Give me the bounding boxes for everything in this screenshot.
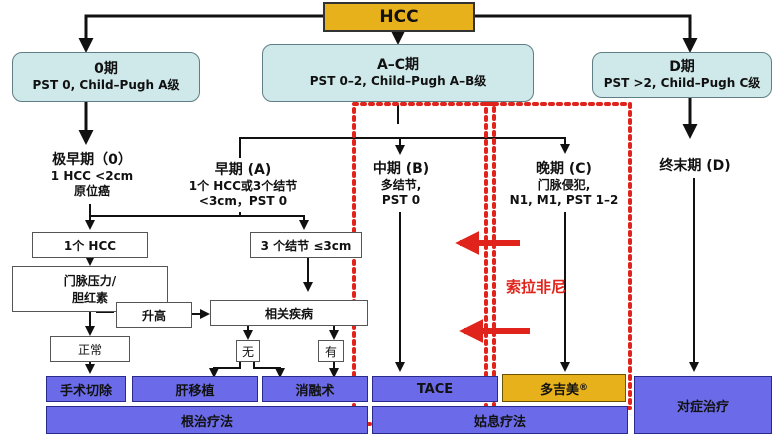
none-label: 无 <box>241 344 254 359</box>
stage-a-c-title: A–C期 <box>376 57 420 73</box>
three-nodules-box: 3 个结节 ≤3cm <box>250 232 362 258</box>
palliative-category-bar: 姑息疗法 <box>372 406 628 434</box>
single-hcc-label: 1个 HCC <box>63 238 117 253</box>
three-nodules-label: 3 个结节 ≤3cm <box>260 238 352 253</box>
resection-label: 手术切除 <box>59 383 112 399</box>
hcc-root-label: HCC <box>379 7 419 27</box>
stage-d-detail: PST >2, Child–Pugh C级 <box>603 76 761 90</box>
sorafenib-annotation-label: 索拉非尼 <box>506 278 567 296</box>
stage-0-box: 0期 PST 0, Child–Pugh A级 <box>12 52 200 102</box>
portal-pressure-label: 门脉压力/ 胆红素 <box>63 274 117 305</box>
early-title: 早期 (A) <box>214 162 272 178</box>
transplant-label: 肝移植 <box>175 383 215 399</box>
early-line-2: <3cm，PST 0 <box>198 194 288 208</box>
ablation-label: 消融术 <box>295 383 335 399</box>
ablation-box: 消融术 <box>262 376 368 402</box>
terminal-title: 终末期 (D) <box>659 158 731 174</box>
none-box: 无 <box>236 340 260 362</box>
advanced-title: 晚期 (C) <box>536 161 592 177</box>
very-early-title: 极早期（0） <box>52 152 132 168</box>
transplant-box: 肝移植 <box>132 376 258 402</box>
intermediate-line-1: 多结节, <box>380 178 422 192</box>
very-early-line-1: 1 HCC <2cm <box>50 169 134 183</box>
resection-box: 手术切除 <box>46 376 126 402</box>
sorafenib-label: 多吉美 <box>539 382 579 398</box>
tace-label: TACE <box>416 381 454 397</box>
stage-0-title: 0期 <box>94 61 118 77</box>
yes-label: 有 <box>324 344 337 359</box>
elevated-box: 升高 <box>116 302 192 328</box>
palliative-label: 姑息疗法 <box>473 414 526 430</box>
symptomatic-label: 对症治疗 <box>676 399 729 415</box>
curative-label: 根治疗法 <box>180 414 233 430</box>
sorafenib-annotation: 索拉非尼 <box>506 276 596 298</box>
advanced-line-2: N1, M1, PST 1–2 <box>509 193 619 207</box>
stage-d-box: D期 PST >2, Child–Pugh C级 <box>592 52 772 98</box>
advanced-line-1: 门脉侵犯, <box>537 178 591 192</box>
hcc-root-box: HCC <box>323 2 475 32</box>
tace-box: TACE <box>372 376 498 402</box>
yes-box: 有 <box>318 340 344 362</box>
intermediate-title: 中期 (B) <box>372 161 430 177</box>
normal-label: 正常 <box>77 342 102 357</box>
terminal-stage-label: 终末期 (D) <box>640 154 750 178</box>
single-hcc-box: 1个 HCC <box>32 232 148 258</box>
stage-a-c-detail: PST 0–2, Child–Pugh A–B级 <box>309 74 487 88</box>
sorafenib-box: 多吉美® <box>502 374 626 402</box>
intermediate-line-2: PST 0 <box>381 193 421 207</box>
stage-a-c-box: A–C期 PST 0–2, Child–Pugh A–B级 <box>262 44 534 102</box>
intermediate-stage-label: 中期 (B) 多结节, PST 0 <box>360 156 442 212</box>
symptomatic-box: 对症治疗 <box>634 376 772 434</box>
early-line-1: 1个 HCC或3个结节 <box>188 179 298 193</box>
very-early-stage-label: 极早期（0） 1 HCC <2cm 原位癌 <box>26 146 158 204</box>
stage-d-title: D期 <box>669 59 695 75</box>
very-early-line-2: 原位癌 <box>73 184 110 198</box>
registered-mark: ® <box>579 383 588 393</box>
comorbidity-box: 相关疾病 <box>210 300 368 326</box>
early-stage-label: 早期 (A) 1个 HCC或3个结节 <3cm，PST 0 <box>170 158 316 212</box>
curative-category-bar: 根治疗法 <box>46 406 368 434</box>
advanced-stage-label: 晚期 (C) 门脉侵犯, N1, M1, PST 1–2 <box>496 156 632 212</box>
normal-box: 正常 <box>50 336 130 362</box>
elevated-label: 升高 <box>141 308 166 323</box>
stage-0-detail: PST 0, Child–Pugh A级 <box>32 78 180 92</box>
comorbidity-label: 相关疾病 <box>264 306 313 321</box>
